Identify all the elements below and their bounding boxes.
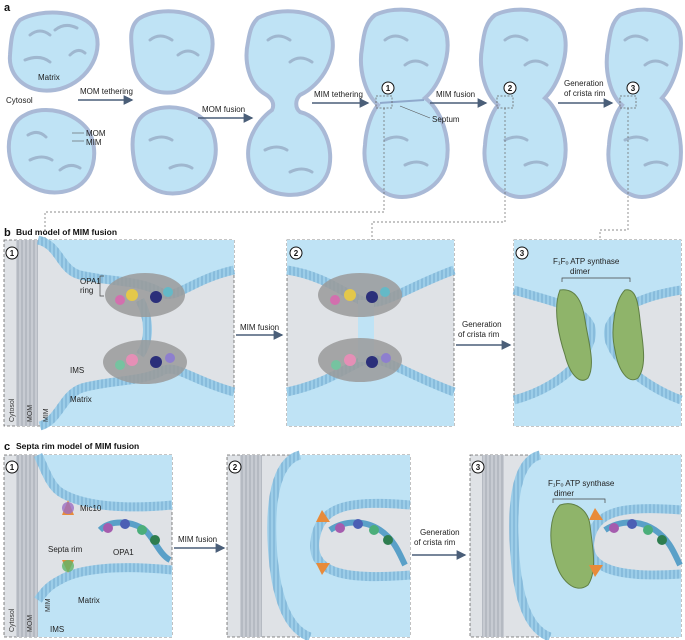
mom-label-b: MOM bbox=[27, 405, 34, 422]
marker-1-a-text: 1 bbox=[386, 84, 391, 93]
mito-crista-rim bbox=[607, 10, 681, 197]
step-label-generation: Generation bbox=[564, 79, 604, 88]
cytosol-label-a: Cytosol bbox=[6, 96, 33, 105]
mim-label-b: MIM bbox=[43, 408, 50, 422]
arrow-b2-b3-label-1: Generation bbox=[462, 320, 502, 329]
marker-3-c-text: 3 bbox=[476, 463, 481, 472]
ims-label-c: IMS bbox=[50, 625, 64, 634]
step-label-mim-tethering: MIM tethering bbox=[314, 90, 363, 99]
opa1-label-c: OPA1 bbox=[113, 548, 134, 557]
panel-c-title: Septa rim model of MIM fusion bbox=[16, 441, 139, 451]
atp-synthase-label-c-1: F₁Fₒ ATP synthase bbox=[548, 479, 615, 488]
arrow-c1-c2-label: MIM fusion bbox=[178, 535, 217, 544]
mim-label-c: MIM bbox=[45, 598, 52, 612]
arrow-c2-c3-label-2: of crista rim bbox=[414, 538, 456, 547]
matrix-label-b: Matrix bbox=[70, 395, 92, 404]
marker-3-a-text: 3 bbox=[631, 84, 636, 93]
panel-b-letter: b bbox=[4, 227, 11, 239]
cytosol-label-b: Cytosol bbox=[9, 398, 16, 422]
step-label-mom-tethering: MOM tethering bbox=[80, 87, 133, 96]
matrix-label-c: Matrix bbox=[78, 596, 100, 605]
panel-a-letter: a bbox=[4, 2, 11, 14]
mito-tethered bbox=[131, 11, 216, 193]
marker-2-b-text: 2 bbox=[294, 249, 299, 258]
marker-1-c-text: 1 bbox=[10, 463, 15, 472]
step-label-mom-fusion: MOM fusion bbox=[202, 105, 245, 114]
panel-b-title: Bud model of MIM fusion bbox=[16, 227, 117, 237]
step-label-mim-fusion: MIM fusion bbox=[436, 90, 475, 99]
mito-separate-bottom bbox=[9, 110, 94, 192]
arrow-b2-b3-label-2: of crista rim bbox=[458, 330, 500, 339]
atp-synthase-label-b-1: F₁Fₒ ATP synthase bbox=[553, 257, 620, 266]
panel-b3 bbox=[514, 240, 681, 426]
septa-rim-label: Septa rim bbox=[48, 545, 83, 554]
panel-c1 bbox=[4, 455, 172, 637]
mic10-label: Mic10 bbox=[80, 504, 102, 513]
mito-mim-fused bbox=[481, 10, 566, 197]
arrow-b1-b2-label: MIM fusion bbox=[240, 323, 279, 332]
mom-label-c: MOM bbox=[27, 615, 34, 632]
panel-b2 bbox=[287, 240, 454, 426]
opa1-ring-label-2: ring bbox=[80, 286, 93, 295]
ims-label-b: IMS bbox=[70, 366, 84, 375]
marker-2-c-text: 2 bbox=[233, 463, 238, 472]
marker-3-b-text: 3 bbox=[520, 249, 525, 258]
mom-label-a: MOM bbox=[86, 129, 106, 138]
arrow-c2-c3-label-1: Generation bbox=[420, 528, 460, 537]
mim-label-a: MIM bbox=[86, 138, 102, 147]
marker-1-b-text: 1 bbox=[10, 249, 15, 258]
atp-synthase-label-c-2: dimer bbox=[554, 489, 574, 498]
marker-2-a-text: 2 bbox=[508, 84, 513, 93]
panel-c2 bbox=[227, 455, 410, 637]
cytosol-label-c: Cytosol bbox=[9, 608, 16, 632]
atp-synthase-label-b-2: dimer bbox=[570, 267, 590, 276]
panel-c-letter: c bbox=[4, 441, 10, 453]
opa1-ring-label-1: OPA1 bbox=[80, 277, 101, 286]
septum-label: Septum bbox=[432, 115, 460, 124]
panel-b1 bbox=[4, 240, 234, 426]
step-label-crista-rim: of crista rim bbox=[564, 89, 606, 98]
matrix-label-a: Matrix bbox=[38, 73, 60, 82]
